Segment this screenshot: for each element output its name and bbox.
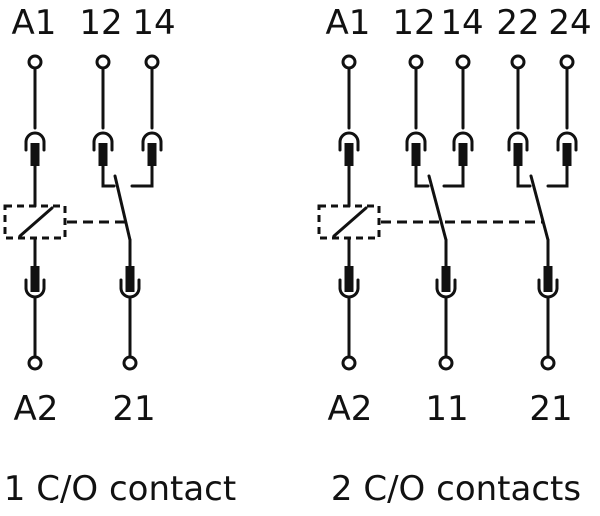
terminal-21 [122, 355, 138, 371]
coil-connector-a2 [24, 236, 46, 359]
contact-connector-14 [442, 66, 474, 188]
coil-label-a2: A2 [328, 389, 373, 429]
contact-connector-21 [537, 238, 559, 359]
switch-blade-2 [529, 174, 550, 242]
contact-label-14: 14 [440, 3, 483, 43]
terminal-a2 [27, 355, 43, 371]
contact-label-11: 11 [425, 389, 468, 429]
contact-connector-22 [507, 66, 532, 188]
coil-connector-a1 [24, 66, 46, 208]
relay-coil [317, 204, 381, 240]
contact-label-21: 21 [112, 389, 155, 429]
switch-blade-1 [427, 174, 448, 242]
terminal-24 [559, 54, 575, 70]
contact-connector-24 [546, 66, 578, 188]
contact-label-12: 12 [392, 3, 435, 43]
terminal-a1 [27, 54, 43, 70]
contact-connector-12 [405, 66, 430, 188]
contact-label-14: 14 [132, 3, 175, 43]
terminal-14 [144, 54, 160, 70]
terminal-21 [540, 355, 556, 371]
coil-label-a1: A1 [326, 3, 371, 43]
contact-connector-14 [130, 66, 163, 188]
contact-connector-21 [119, 238, 141, 359]
coil-connector-a2 [338, 236, 360, 359]
terminal-22 [510, 54, 526, 70]
caption-1co: 1 C/O contact [4, 469, 236, 509]
terminal-a1 [341, 54, 357, 70]
contact-label-24: 24 [548, 3, 591, 43]
terminal-12 [408, 54, 424, 70]
relay-coil [3, 204, 67, 240]
contact-label-22: 22 [496, 3, 539, 43]
terminal-14 [455, 54, 471, 70]
relay-2co: A1 12 14 22 24 [317, 3, 592, 509]
contact-label-21: 21 [529, 389, 572, 429]
switch-blade [113, 174, 132, 242]
relay-1co: A1 12 14 [3, 3, 236, 509]
terminal-12 [95, 54, 111, 70]
coil-label-a1: A1 [12, 3, 57, 43]
coil-label-a2: A2 [14, 389, 59, 429]
contact-connector-12 [92, 66, 116, 188]
coil-connector-a1 [338, 66, 360, 208]
contact-connector-11 [435, 238, 457, 359]
terminal-11 [438, 355, 454, 371]
terminal-a2 [341, 355, 357, 371]
contact-label-12: 12 [79, 3, 122, 43]
caption-2co: 2 C/O contacts [331, 469, 581, 509]
